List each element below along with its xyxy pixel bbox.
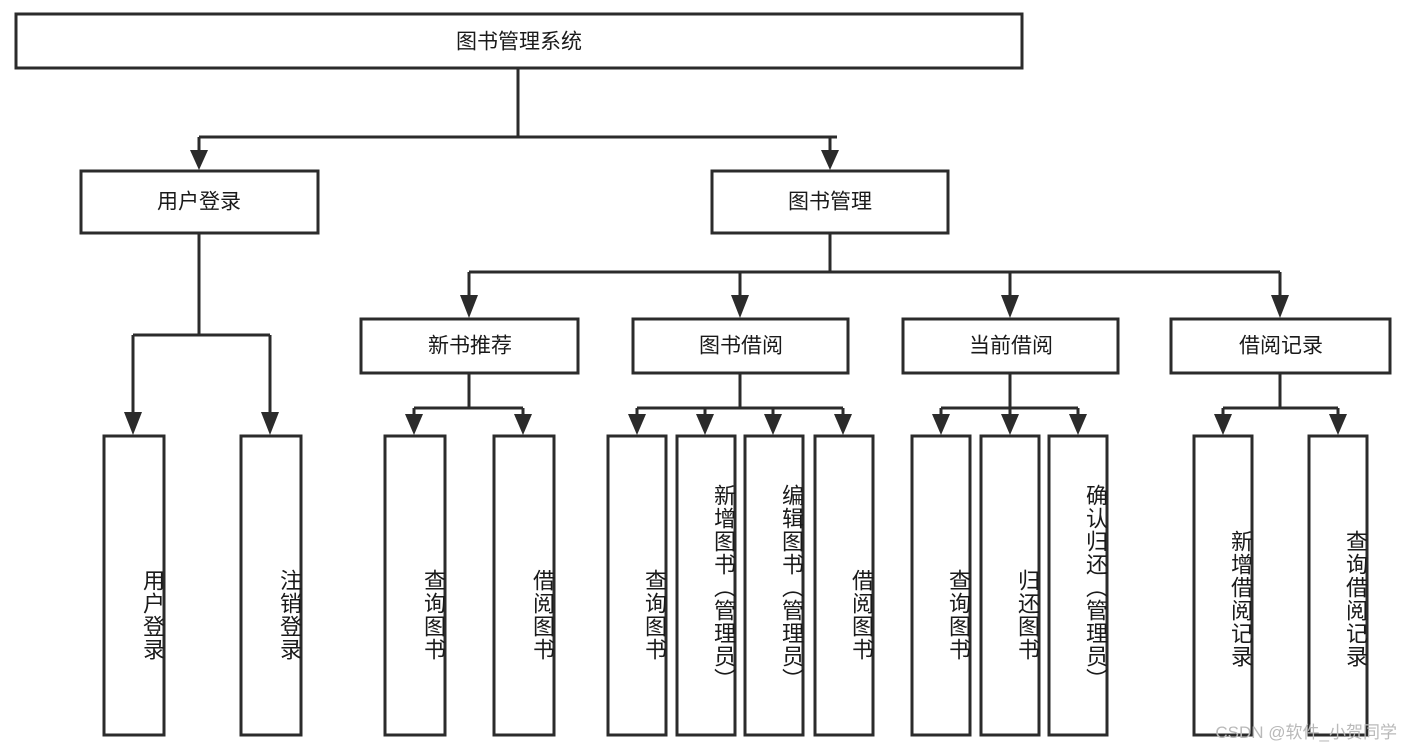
node-current-borrow[interactable]: 当前借阅 xyxy=(901,317,1120,375)
node-leaf-borrowrecord-add[interactable] xyxy=(1192,434,1254,737)
watermark-text: CSDN @软件_小贺同学 xyxy=(1215,723,1397,742)
node-leaf-borrowrecord-query[interactable] xyxy=(1307,434,1369,737)
node-new-book-recommend-label: 新书推荐 xyxy=(428,335,512,358)
node-borrow-record-label: 借阅记录 xyxy=(1239,335,1323,358)
connector-borrowrecord-to-leaves xyxy=(1214,373,1347,435)
connector-bookborrow-to-leaves xyxy=(628,373,852,435)
node-borrow-record[interactable]: 借阅记录 xyxy=(1169,317,1392,375)
node-leaf-newbook-borrow[interactable] xyxy=(492,434,556,737)
node-leaf-user-login-logout[interactable] xyxy=(239,434,303,737)
node-root-system-label: 图书管理系统 xyxy=(456,31,582,54)
node-leaf-bookborrow-query[interactable] xyxy=(606,434,668,737)
connector-userlogin-to-leaves xyxy=(124,233,279,435)
node-book-management[interactable]: 图书管理 xyxy=(710,169,950,235)
node-leaf-currentborrow-query[interactable] xyxy=(910,434,972,737)
connector-bookmgmt-to-level3 xyxy=(460,233,1289,318)
node-user-login-label: 用户登录 xyxy=(157,191,241,214)
node-new-book-recommend[interactable]: 新书推荐 xyxy=(359,317,580,375)
node-leaf-currentborrow-confirm[interactable] xyxy=(1047,434,1109,737)
node-leaf-currentborrow-return[interactable] xyxy=(979,434,1041,737)
node-leaf-user-login-login[interactable] xyxy=(102,434,166,737)
node-root-system[interactable]: 图书管理系统 xyxy=(14,12,1024,70)
connector-newbook-to-leaves xyxy=(405,373,532,435)
node-leaf-bookborrow-borrow[interactable] xyxy=(813,434,875,737)
node-leaf-bookborrow-add[interactable] xyxy=(675,434,737,737)
node-book-management-label: 图书管理 xyxy=(788,191,872,214)
node-user-login[interactable]: 用户登录 xyxy=(79,169,320,235)
node-book-borrow-label: 图书借阅 xyxy=(699,335,783,358)
node-current-borrow-label: 当前借阅 xyxy=(969,335,1053,358)
node-leaf-newbook-query[interactable] xyxy=(383,434,447,737)
node-book-borrow[interactable]: 图书借阅 xyxy=(631,317,850,375)
node-leaf-bookborrow-edit[interactable] xyxy=(743,434,805,737)
connector-root-to-level2 xyxy=(190,68,839,170)
connector-currentborrow-to-leaves xyxy=(932,373,1087,435)
